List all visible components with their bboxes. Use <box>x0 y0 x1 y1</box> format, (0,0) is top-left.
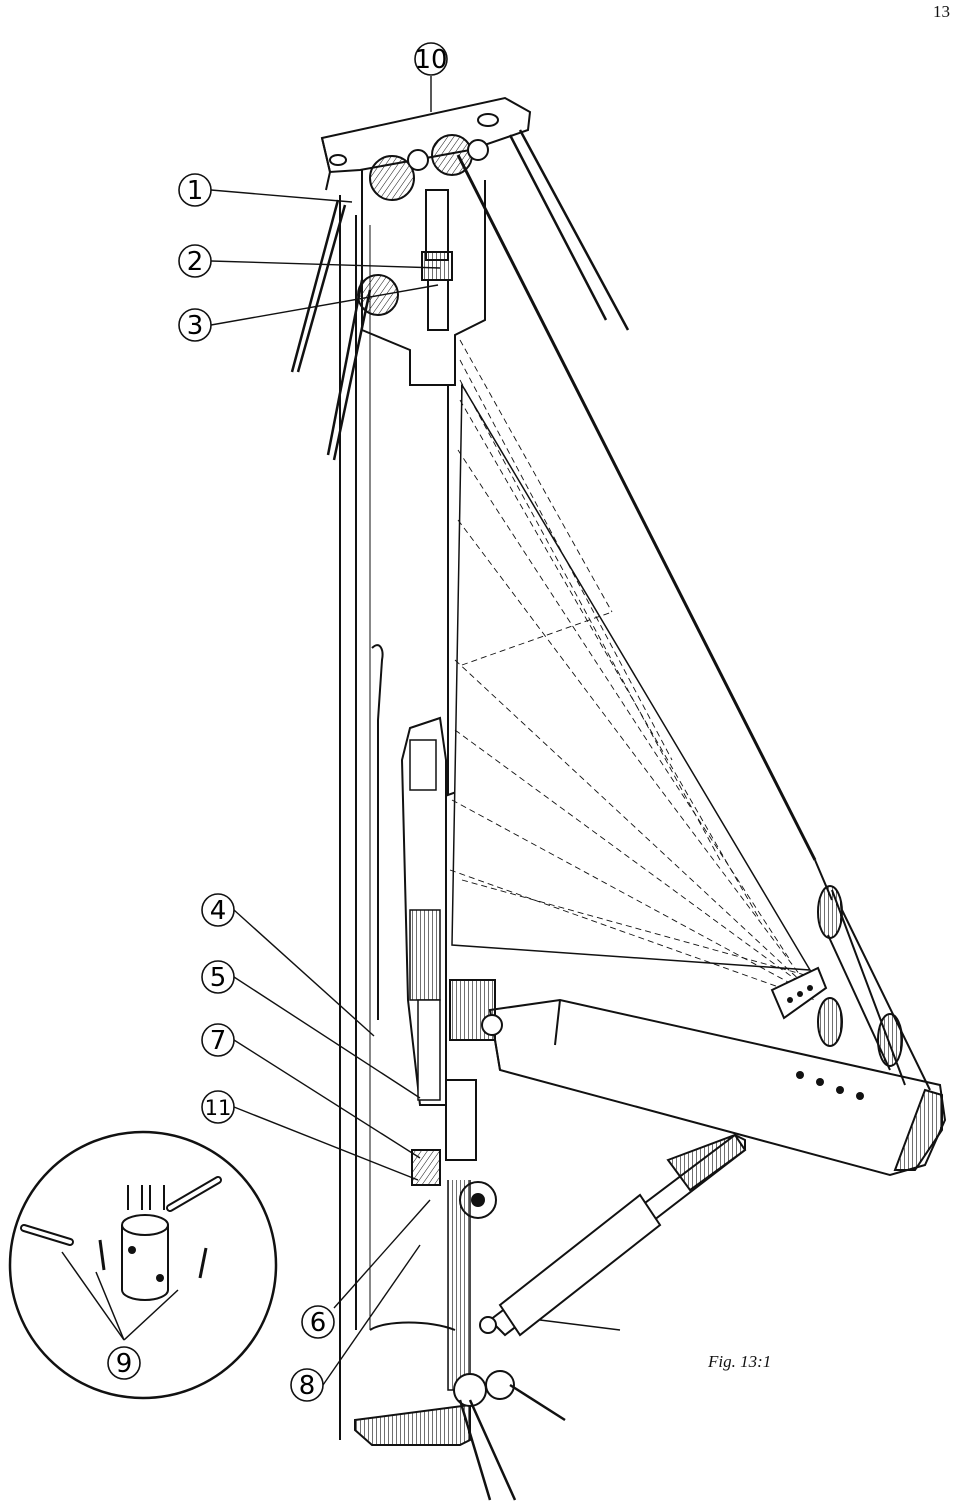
callout-label: 6 <box>310 1308 327 1338</box>
masthead-assembly <box>320 96 532 386</box>
callout-8: 8 <box>290 1368 324 1402</box>
shrouds <box>290 129 630 461</box>
callout-label: 11 <box>205 1096 232 1120</box>
callout-label: 4 <box>210 896 227 926</box>
callout-label: 9 <box>116 1349 133 1379</box>
callout-3: 3 <box>178 308 212 342</box>
callout-label: 7 <box>210 1026 227 1056</box>
callout-7: 7 <box>201 1023 235 1057</box>
page-number: 13 <box>933 2 950 21</box>
figure-caption: Fig. 13:1 <box>708 1352 772 1371</box>
callout-10: 10 <box>414 42 448 76</box>
callout-label: 5 <box>210 963 227 993</box>
deck-lines <box>458 1383 566 1501</box>
callout-2: 2 <box>178 244 212 278</box>
boom-vang <box>479 1133 747 1337</box>
callout-9: 9 <box>107 1346 141 1380</box>
callout-4: 4 <box>201 893 235 927</box>
callout-1: 1 <box>178 173 212 207</box>
callout-label: 3 <box>187 311 204 341</box>
callout-label: 2 <box>187 247 204 277</box>
callout-6: 6 <box>301 1305 335 1339</box>
callout-label: 1 <box>187 176 204 206</box>
callout-label: 8 <box>299 1371 316 1401</box>
callout-11: 11 <box>201 1090 235 1124</box>
inset-detail <box>8 1130 278 1400</box>
boom <box>449 885 947 1177</box>
callout-leaders <box>210 76 441 1386</box>
callout-5: 5 <box>201 960 235 994</box>
furling-mandrel <box>400 716 515 1407</box>
mainsail <box>449 339 828 1020</box>
callout-label: 10 <box>414 45 447 75</box>
